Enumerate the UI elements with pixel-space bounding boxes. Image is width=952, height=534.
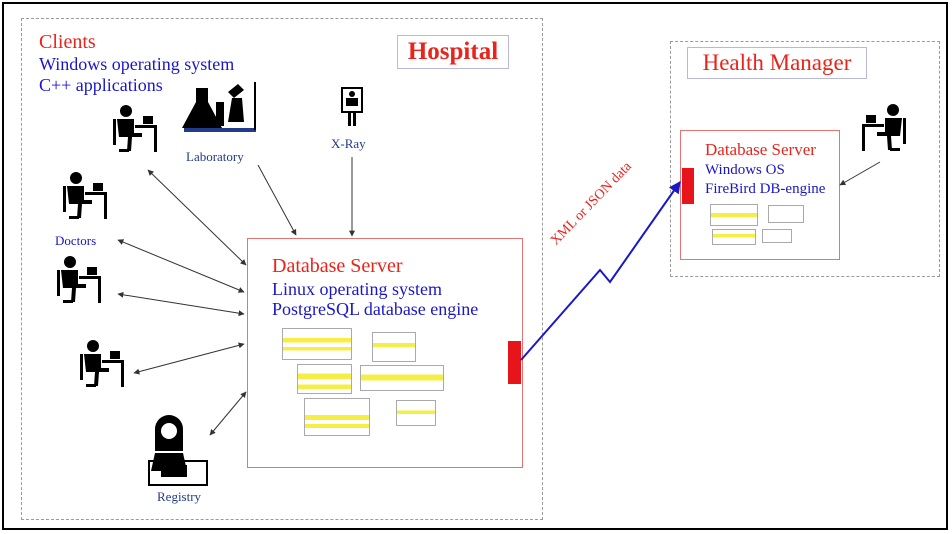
health-manager-title: Health Manager bbox=[702, 50, 852, 75]
connector-hm-operator bbox=[839, 161, 881, 186]
hospital-region bbox=[21, 18, 543, 520]
health-manager-region bbox=[670, 41, 940, 277]
data-link bbox=[520, 181, 681, 361]
hospital-db-engine: PostgreSQL database engine bbox=[272, 299, 479, 319]
person-at-computer-icon bbox=[80, 340, 124, 387]
hm-db-port bbox=[682, 168, 694, 204]
hm-db-os: Windows OS bbox=[705, 162, 785, 178]
connector-client4 bbox=[133, 342, 245, 375]
connector-registry bbox=[209, 391, 247, 436]
hospital-title-box: Hospital bbox=[397, 35, 509, 69]
person-at-computer-icon bbox=[57, 256, 101, 303]
person-at-computer-icon bbox=[862, 104, 906, 151]
person-at-computer-icon bbox=[63, 172, 107, 219]
xray-label: X-Ray bbox=[331, 136, 366, 151]
doctors-label: Doctors bbox=[55, 233, 97, 248]
laboratory-label: Laboratory bbox=[186, 149, 244, 164]
laboratory-icon bbox=[182, 82, 256, 132]
hospital-db-heading: Database Server bbox=[272, 255, 403, 277]
hospital-db-os: Linux operating system bbox=[272, 279, 442, 299]
connector-client2 bbox=[117, 239, 245, 293]
connector-client3 bbox=[117, 291, 245, 317]
health-manager-db-server-box bbox=[680, 130, 840, 260]
hm-db-heading: Database Server bbox=[705, 140, 816, 159]
clients-heading: Clients bbox=[39, 31, 96, 53]
person-at-computer-icon bbox=[113, 105, 157, 152]
hm-db-engine: FireBird DB-engine bbox=[705, 181, 826, 197]
clients-apps: C++ applications bbox=[39, 75, 163, 95]
health-manager-title-box: Health Manager bbox=[687, 47, 867, 79]
clients-os: Windows operating system bbox=[39, 54, 235, 74]
xray-icon bbox=[341, 87, 363, 126]
connector-laboratory bbox=[257, 164, 297, 236]
hospital-db-port bbox=[508, 341, 521, 384]
registry-label: Registry bbox=[157, 489, 202, 504]
hospital-title: Hospital bbox=[407, 38, 499, 65]
registry-operator-icon bbox=[148, 415, 208, 486]
